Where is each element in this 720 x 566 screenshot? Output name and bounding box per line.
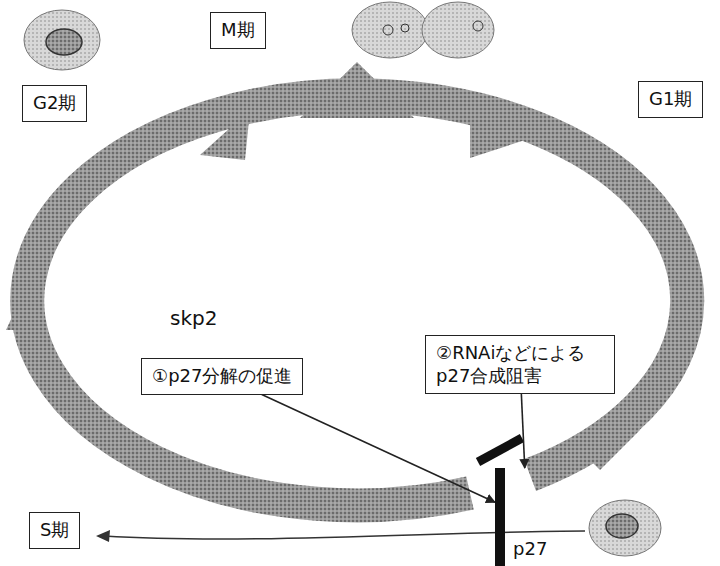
node-text: ②RNAiなどによる p27合成阻害 (436, 342, 604, 387)
node-text: ①p27分解の促進 (152, 365, 292, 388)
process-box: ①p27分解の促進 (141, 358, 303, 395)
ring-arrowhead (300, 62, 414, 118)
dividing-cells (352, 2, 494, 58)
g1-cell (589, 500, 661, 556)
phase-box: S期 (29, 512, 80, 549)
node-text: G2期 (33, 92, 76, 115)
effect-arrow (521, 394, 524, 468)
process-box: ②RNAiなどによる p27合成阻害 (425, 335, 615, 394)
node-text: G1期 (649, 88, 692, 111)
protein-label: skp2 (168, 306, 219, 330)
progress-arrowhead (96, 530, 110, 542)
phase-box: M期 (210, 12, 266, 49)
node-text: S期 (40, 519, 69, 542)
ring-arrowhead (6, 285, 48, 330)
ring-arrowhead (470, 115, 525, 158)
g2-cell (24, 10, 100, 70)
ring-arrowhead (200, 110, 250, 160)
effect-arrow (262, 395, 495, 503)
progress-arrow (104, 531, 585, 539)
block-bar (478, 438, 522, 462)
node-text: M期 (221, 19, 255, 42)
ring-arrowhead (570, 430, 640, 470)
phase-box: G1期 (638, 81, 703, 118)
phase-box: G2期 (22, 85, 87, 122)
inhibitor-bar: p27 (495, 468, 559, 566)
node-text: p27 (513, 538, 559, 559)
cycle-ring (27, 95, 687, 505)
